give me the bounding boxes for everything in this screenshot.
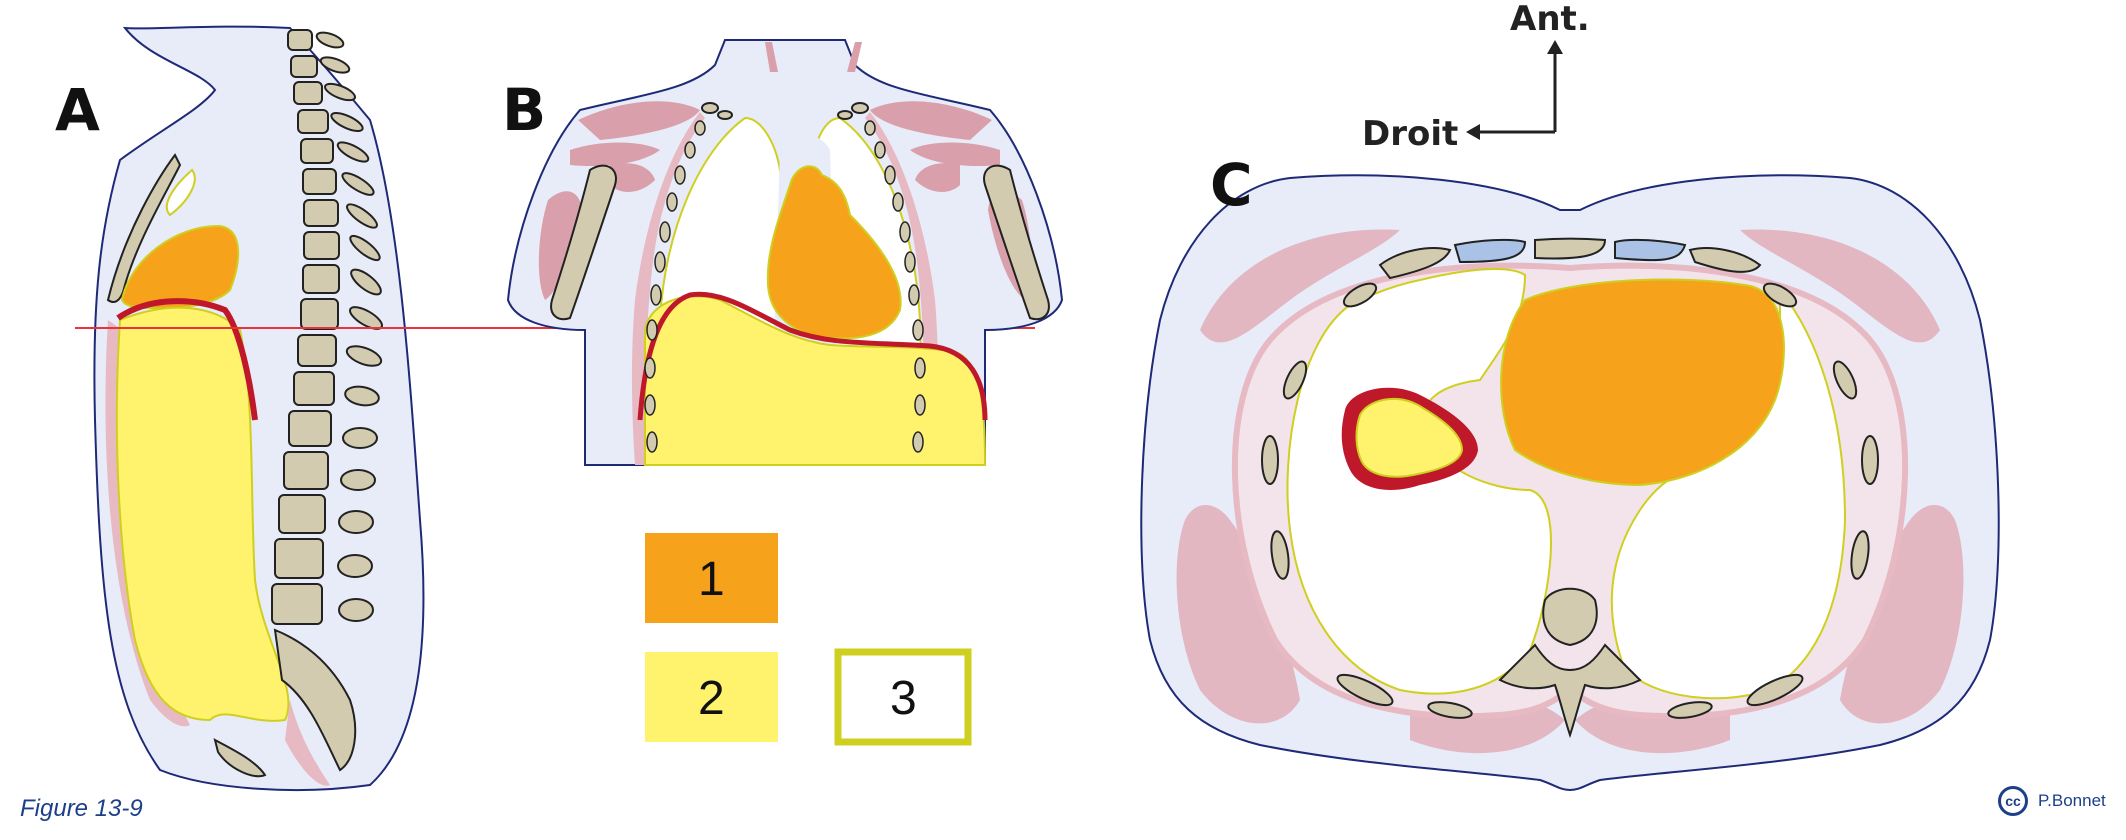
vertebral-column (271, 29, 357, 772)
neck-muscle-right (847, 42, 862, 72)
spinous-processes (315, 31, 383, 622)
cc-license-icon: cc (1998, 786, 2028, 816)
xiphoid-cartilage (165, 168, 196, 217)
legend: 1 2 3 (645, 533, 972, 746)
liver-axial (1355, 397, 1464, 478)
vertebra-axial (1498, 587, 1642, 739)
liver-sagittal (115, 306, 290, 722)
panel-label-a: A (55, 76, 100, 144)
panel-c-axial-view (1140, 174, 2000, 792)
anterior-chest-cartilages (1378, 237, 1762, 280)
rib-sections-frontal (644, 120, 926, 453)
anterior-label: Ant. (1510, 0, 1590, 39)
legend-label-1: 1 (698, 553, 725, 606)
pelvic-floor-muscle (285, 700, 330, 786)
humerus-right (983, 164, 1050, 320)
sternum-bone (106, 153, 182, 303)
panel-a-sagittal-view (93, 25, 425, 791)
legend-label-3: 3 (890, 672, 917, 725)
right-arrow-head (1466, 124, 1480, 140)
panel-label-b: B (502, 76, 546, 144)
anterior-arrow-head (1547, 40, 1563, 54)
panel-label-c: C (1210, 151, 1253, 219)
diaphragm-sagittal (116, 298, 258, 421)
author-name: P.Bonnet (2038, 791, 2106, 810)
legend-swatch-1 (645, 533, 778, 623)
figure-caption: Figure 13-9 (20, 795, 143, 822)
neck-muscle-left (765, 42, 778, 72)
heart-frontal (766, 165, 902, 340)
right-label: Droit (1362, 114, 1458, 154)
legend-label-2: 2 (698, 672, 725, 725)
credit: cc P.Bonnet (1998, 786, 2106, 816)
rib-sections-axial (1261, 282, 1879, 719)
humerus-left (550, 164, 617, 320)
clavicle-ends (701, 102, 869, 120)
orientation-indicator: Ant. Droit (1362, 0, 1590, 154)
chest-wall-left (631, 112, 705, 465)
legend-swatch-3 (834, 648, 972, 746)
heart-axial (1500, 278, 1785, 487)
legend-swatch-2 (645, 652, 778, 742)
panel-b-frontal-view (506, 39, 1064, 466)
diaphragm-frontal (637, 291, 988, 421)
pubis-bone (213, 738, 267, 778)
